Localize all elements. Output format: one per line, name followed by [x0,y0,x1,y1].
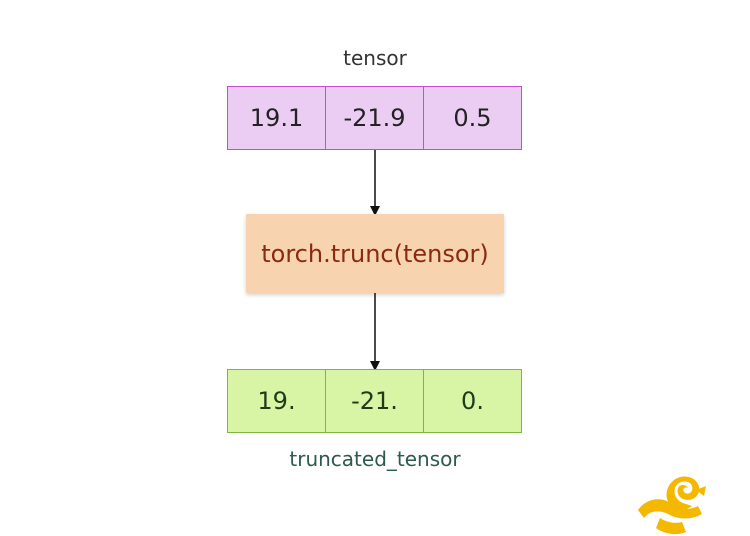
trunc-operation-box: torch.trunc(tensor) [246,214,504,293]
output-tensor-label: truncated_tensor [289,447,461,471]
output-tensor-cell: 0. [424,369,522,433]
output-tensor: 19. -21. 0. [227,369,522,433]
input-tensor-cell: 0.5 [424,86,522,150]
input-tensor-cell: 19.1 [227,86,326,150]
output-tensor-cell: 19. [227,369,326,433]
input-tensor: 19.1 -21.9 0.5 [227,86,522,150]
input-tensor-cell: -21.9 [326,86,424,150]
input-tensor-label: tensor [343,46,407,70]
yellow-figure-logo-icon [638,476,706,535]
output-tensor-cell: -21. [326,369,424,433]
